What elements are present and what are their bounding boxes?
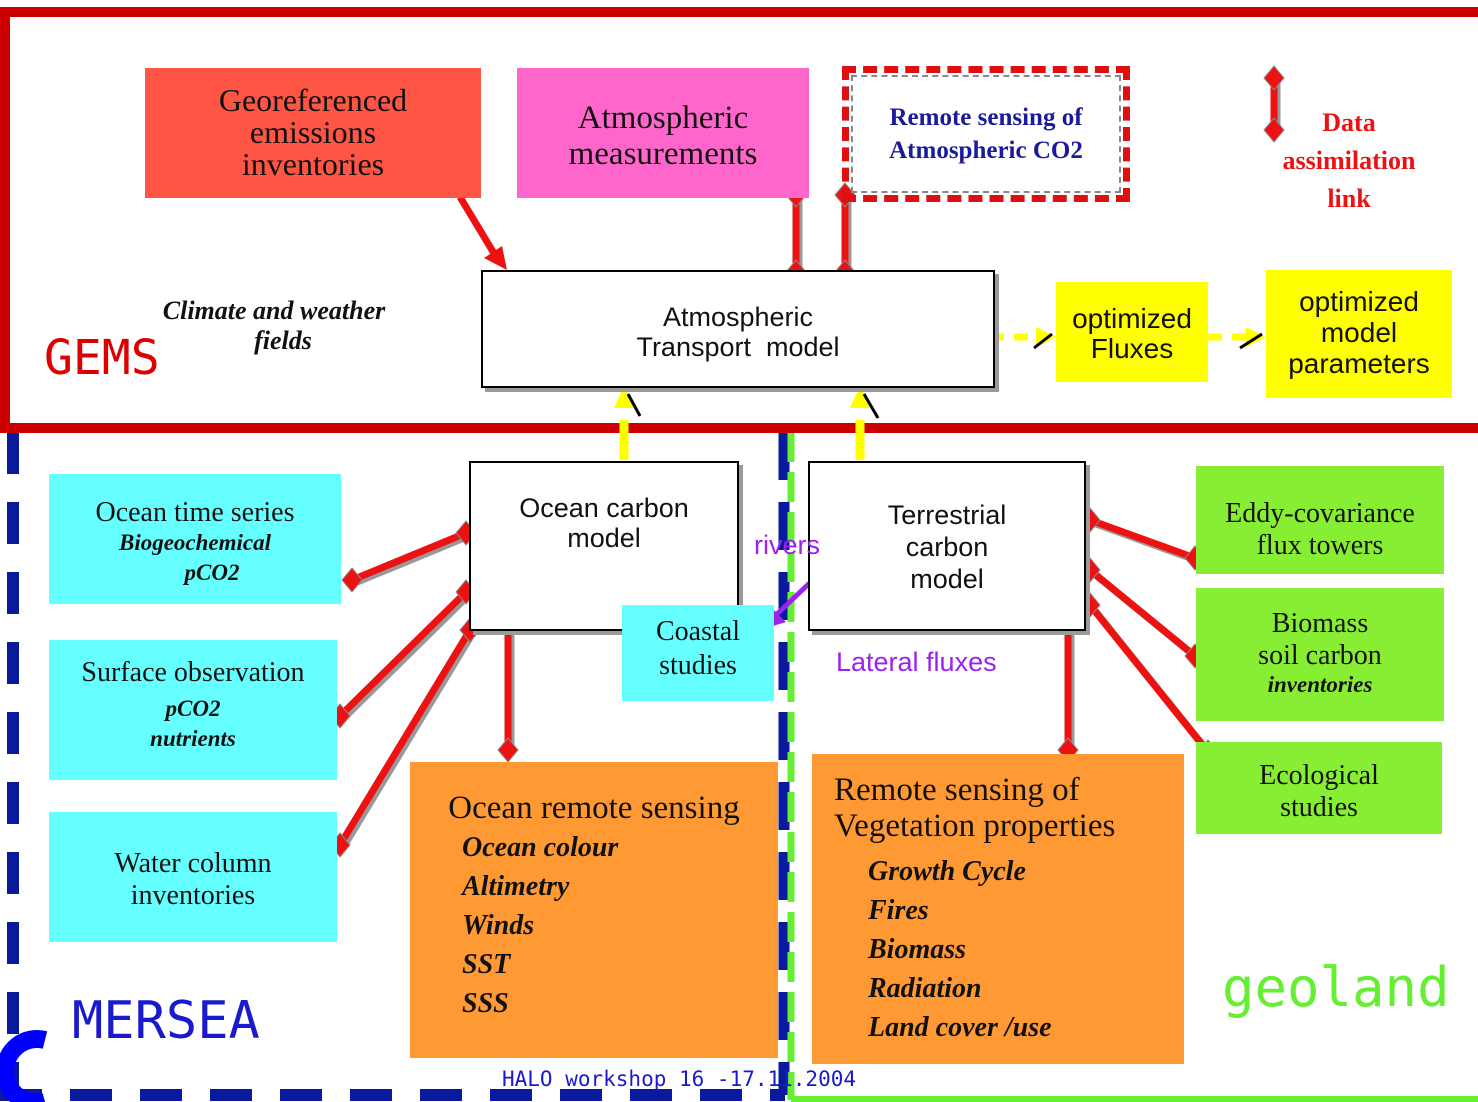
ocean-rs-item-3: Winds [462, 910, 535, 941]
link-eddy [1088, 516, 1197, 562]
flow-arrows [614, 327, 1266, 460]
gems-region-border [0, 7, 1478, 433]
ocean-rs-item-5: SSS [462, 988, 509, 1019]
biomass-item-1: inventories [1267, 672, 1373, 697]
ocean-carbon-model-box[interactable]: Ocean carbon model [469, 461, 739, 631]
terrestrial-carbon-model-box[interactable]: Terrestrial carbon model [808, 461, 1086, 631]
coastal-line-1: Coastal [656, 616, 740, 647]
biomass-title-1: Biomass [1271, 608, 1369, 639]
atm-measurements-line-2: measurements [568, 136, 758, 172]
ecological-line-2: studies [1280, 792, 1358, 823]
surface-obs-item-1: pCO2 [165, 696, 221, 721]
link-surface-obs-shadow [340, 592, 472, 722]
coastal-line-2: studies [659, 650, 737, 681]
eddy-line-1: Eddy-covariance [1225, 498, 1415, 529]
ocean-ts-title: Ocean time series [95, 497, 295, 528]
ocean-ts-item-2: pCO2 [184, 560, 240, 585]
climate-weather-label: Climate and weather fields [128, 296, 420, 356]
rivers-label: rivers [754, 530, 820, 560]
link-ocean-ts [350, 529, 468, 584]
opt-fluxes-line-1: optimized [1072, 303, 1192, 334]
link-ocean-rs-end-b [497, 737, 519, 763]
legend-line-3: link [1327, 184, 1371, 213]
footer-text: HALO workshop 16 -17.11.2004 [502, 1067, 857, 1091]
transport-line-1: Atmospheric [662, 302, 814, 332]
link-ocean-ts-end-b [341, 567, 363, 593]
geoland-region-border [787, 432, 1478, 1102]
transport-line-2: Transport model [636, 332, 840, 362]
climate-line-2: fields [254, 326, 312, 355]
water-column-line-1: Water column [114, 848, 272, 879]
remote-sensing-co2-box[interactable]: Remote sensing of Atmospheric CO2 [842, 66, 1130, 202]
ocean-remote-sensing-box[interactable]: Ocean remote sensing Ocean colour Altime… [410, 762, 778, 1058]
ocean-rs-title: Ocean remote sensing [448, 790, 740, 826]
opt-params-line-2: model [1320, 317, 1398, 348]
opt-params-line-3: parameters [1288, 348, 1430, 379]
legend-link-end-b [1263, 117, 1285, 143]
legend-line-1: Data [1322, 108, 1376, 137]
veg-rs-item-2: Fires [868, 895, 929, 926]
eddy-covariance-box[interactable]: Eddy-covariance flux towers [1196, 466, 1444, 574]
veg-rs-title-2: Vegetation properties [834, 808, 1116, 844]
terrestrial-line-2: carbon [905, 532, 989, 562]
emissions-line-3: inventories [241, 146, 385, 182]
gems-label: GEMS [44, 330, 160, 386]
veg-rs-title-1: Remote sensing of [834, 772, 1080, 808]
surface-obs-title: Surface observation [81, 657, 305, 688]
ocean-model-line-1: Ocean carbon [519, 493, 689, 523]
terrestrial-line-3: model [910, 564, 984, 594]
lateral-fluxes-label: Lateral fluxes [836, 647, 997, 677]
opt-params-line-1: optimized [1299, 286, 1419, 317]
ecological-studies-box[interactable]: Ecological studies [1196, 742, 1442, 834]
optimized-parameters-box[interactable]: optimized model parameters [1266, 270, 1452, 398]
veg-rs-list: Growth Cycle Fires Biomass Radiation Lan… [834, 852, 1184, 1047]
atm-measurements-line-1: Atmospheric [577, 100, 749, 136]
legend-data-assimilation-link: Data assimilation link [1262, 104, 1436, 218]
link-ecological [1087, 602, 1211, 755]
water-column-line-2: inventories [130, 880, 256, 911]
link-water-column-shadow [340, 631, 476, 850]
legend-line-2: assimilation [1282, 146, 1416, 175]
ocean-rs-item-1: Ocean colour [462, 832, 619, 863]
emissions-line-1: Georeferenced [218, 82, 408, 118]
geoland-label: geoland [1222, 956, 1450, 1019]
water-column-box[interactable]: Water column inventories [49, 812, 337, 942]
biomass-title-2: soil carbon [1258, 640, 1382, 671]
link-water-column [337, 628, 473, 847]
remote-co2-line-1: Remote sensing of [889, 104, 1083, 131]
biomass-soil-carbon-box[interactable]: Biomass soil carbon inventories [1196, 588, 1444, 721]
veg-rs-item-4: Radiation [868, 973, 982, 1004]
terrestrial-line-1: Terrestrial [887, 500, 1007, 530]
link-biomass [1087, 567, 1198, 659]
atmospheric-transport-model-box[interactable]: Atmospheric Transport model [481, 270, 995, 388]
mersea-label: MERSEA [72, 991, 260, 1051]
veg-rs-item-1: Growth Cycle [868, 856, 1026, 887]
veg-rs-item-3: Biomass [868, 934, 967, 965]
eddy-line-2: flux towers [1256, 530, 1384, 561]
ocean-time-series-box[interactable]: Ocean time series Biogeochemical pCO2 [49, 474, 341, 604]
emissions-arrow [457, 195, 507, 270]
link-ocean-ts-shadow [353, 532, 471, 587]
coastal-studies-box[interactable]: Coastal studies [622, 605, 774, 701]
ocean-rs-list: Ocean colour Altimetry Winds SST SSS [410, 828, 778, 1023]
emissions-box[interactable]: Georeferenced emissions inventories [145, 68, 481, 198]
opt-fluxes-line-2: Fluxes [1090, 333, 1174, 364]
surface-obs-item-2: nutrients [150, 726, 236, 751]
mersea-region-border [0, 432, 790, 1101]
legend-link-end-a [1263, 65, 1285, 91]
ocean-rs-item-2: Altimetry [462, 871, 570, 902]
vegetation-remote-sensing-box[interactable]: Remote sensing of Vegetation properties … [812, 754, 1184, 1064]
surface-observation-box[interactable]: Surface observation pCO2 nutrients [49, 640, 337, 780]
ocean-ts-item-1: Biogeochemical [118, 530, 272, 555]
climate-line-1: Climate and weather [162, 296, 386, 325]
veg-rs-item-5: Land cover /use [868, 1012, 1052, 1043]
atmospheric-measurements-box[interactable]: Atmospheric measurements [517, 68, 809, 198]
ocean-model-line-2: model [567, 523, 641, 553]
emissions-line-2: emissions [249, 114, 377, 150]
link-surface-obs [337, 589, 469, 719]
ocean-rs-item-4: SST [462, 949, 511, 980]
ecological-line-1: Ecological [1259, 760, 1379, 791]
optimized-fluxes-box[interactable]: optimized Fluxes [1056, 282, 1208, 382]
remote-co2-line-2: Atmospheric CO2 [889, 137, 1083, 164]
